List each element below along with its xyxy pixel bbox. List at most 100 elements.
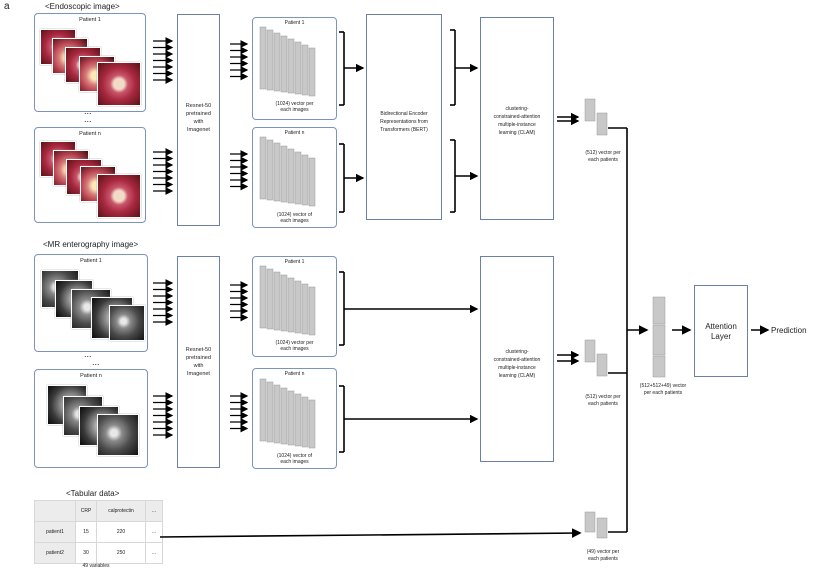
clam-line1: clustering-: [505, 349, 529, 355]
section-title-tabular: <Tabular data>: [66, 489, 120, 498]
bert-box: Bidirectional Encoder Representations fr…: [366, 14, 442, 220]
concat-vector-caption: per each patients: [643, 390, 683, 396]
clam-line3: multiple-instance: [498, 122, 536, 128]
patient-vector-glyph: [596, 353, 608, 377]
table-row: patient1 15 220 ...: [34, 521, 163, 543]
patient-vector-glyph: [584, 98, 596, 122]
vector-caption: each images: [280, 218, 309, 224]
resnet-line2: pretrained: [186, 111, 211, 117]
table-cell: ...: [145, 521, 163, 543]
table-header-cell: ...: [145, 500, 163, 522]
vector-caption: each images: [280, 107, 309, 113]
patient-vector-caption: (512) vector per: [585, 394, 621, 400]
table-cell: ...: [145, 542, 163, 564]
table-header-cell: CRP: [75, 500, 97, 522]
attention-line1: Attention: [705, 322, 737, 331]
patient-1-label: Patient 1: [284, 20, 305, 26]
clam-line2: constrained-attention: [493, 114, 541, 120]
vector-caption: (1024) vector per: [275, 340, 314, 346]
table-cell: 250: [96, 542, 146, 564]
endoscopic-patient-n-box: Patient n: [34, 127, 146, 223]
concat-vector-caption: (512+512+49) vector: [639, 383, 687, 389]
mr-patient-1-box: Patient 1: [34, 254, 148, 352]
vector-caption: (1024) vector of: [276, 453, 313, 459]
vector-caption: each images: [280, 459, 309, 465]
bert-line1: Bidirectional Encoder: [380, 111, 428, 117]
clam-line3: multiple-instance: [498, 365, 536, 371]
resnet-line3: with: [193, 119, 204, 125]
table-row: patient2 30 250 ...: [34, 542, 163, 564]
endoscopic-image: [97, 62, 141, 106]
endoscopic-image: [97, 174, 141, 218]
patient-vector-caption: each patients: [588, 401, 618, 407]
feature-box-endo-patient-n: Patient n (1024) vector of each images: [252, 127, 337, 228]
patient-1-label: Patient 1: [79, 17, 101, 23]
resnet-line2: pretrained: [186, 355, 211, 361]
tabular-vector-caption: each patients: [588, 556, 618, 562]
tabular-vector-glyph: [596, 517, 608, 539]
patient-n-label: Patient n: [284, 371, 305, 377]
table-cell: 30: [75, 542, 97, 564]
concat-vector-glyph: [652, 296, 666, 325]
vector-caption: (1024) vector of: [276, 212, 313, 218]
ellipsis: ...: [84, 106, 92, 116]
table-header-cell: [34, 500, 76, 522]
patient-n-label: Patient n: [80, 373, 102, 379]
patient-vector-glyph: [596, 112, 608, 136]
tabular-vector-glyph: [584, 511, 596, 533]
clam-box-endoscopic: clustering- constrained-attention multip…: [480, 17, 554, 220]
panel-label: a: [4, 1, 10, 12]
clam-line4: learning (CLAM): [498, 130, 536, 136]
endoscopic-patient-1-box: Patient 1: [34, 13, 146, 112]
table-footer: 49 variables: [82, 563, 110, 569]
bert-line3: Transformers (BERT): [380, 127, 428, 133]
prediction-label: Prediction: [771, 326, 807, 335]
patient-n-label: Patient n: [284, 130, 305, 136]
attention-line2: Layer: [710, 332, 731, 341]
bert-line2: Representations from: [380, 119, 428, 125]
resnet-box-mr: Resnet-50 pretrained with Imagenet: [177, 256, 220, 468]
table-header-cell: calprotectin: [96, 500, 146, 522]
resnet-line4: Imagenet: [187, 127, 210, 133]
resnet-line1: Resnet-50: [185, 103, 212, 109]
arrow: [159, 528, 582, 538]
patient-1-label: Patient 1: [284, 259, 305, 265]
resnet-line4: Imagenet: [187, 371, 210, 377]
patient-n-label: Patient n: [79, 131, 101, 137]
table-header-row: CRP calprotectin ...: [34, 500, 163, 522]
resnet-line3: with: [193, 363, 204, 369]
patient-vector-glyph: [584, 339, 596, 363]
table-cell: patient1: [34, 521, 76, 543]
mr-patient-n-box: Patient n: [34, 369, 148, 468]
table-cell: 220: [96, 521, 146, 543]
ellipsis: ...: [84, 349, 92, 359]
table-cell: patient2: [34, 542, 76, 564]
patient-vector-caption: (512) vector per: [585, 150, 621, 156]
concat-vector-glyph: [652, 324, 666, 356]
patient-vector-caption: each patients: [588, 157, 618, 163]
clam-line4: learning (CLAM): [498, 373, 536, 379]
section-title-mr: <MR enterography image>: [43, 240, 139, 249]
mr-image: [109, 305, 145, 341]
concat-vector-glyph: [652, 355, 666, 378]
feature-box-endo-patient-1: Patient 1 (1024) vector per each images: [252, 17, 337, 120]
clam-line2: constrained-attention: [493, 357, 541, 363]
ellipsis: ...: [84, 114, 92, 124]
resnet-line1: Resnet-50: [185, 347, 212, 353]
tabular-data-table: CRP calprotectin ... patient1 15 220 ...…: [34, 500, 163, 564]
patient-1-label: Patient 1: [80, 258, 102, 264]
tabular-vector-caption: (49) vector per: [586, 549, 620, 555]
vector-caption: (1024) vector per: [275, 101, 314, 107]
table-cell: 15: [75, 521, 97, 543]
vector-caption: each images: [280, 346, 309, 352]
attention-layer-box: Attention Layer: [694, 285, 748, 377]
feature-box-mr-patient-1: Patient 1 (1024) vector per each images: [252, 256, 337, 357]
mr-image: [97, 414, 139, 456]
resnet-box-endoscopic: Resnet-50 pretrained with Imagenet: [177, 14, 220, 226]
clam-line1: clustering-: [505, 106, 529, 112]
ellipsis: ...: [92, 357, 100, 367]
clam-box-mr: clustering- constrained-attention multip…: [480, 256, 554, 462]
section-title-endoscopic: <Endoscopic image>: [45, 2, 120, 11]
feature-box-mr-patient-n: Patient n (1024) vector of each images: [252, 368, 337, 469]
